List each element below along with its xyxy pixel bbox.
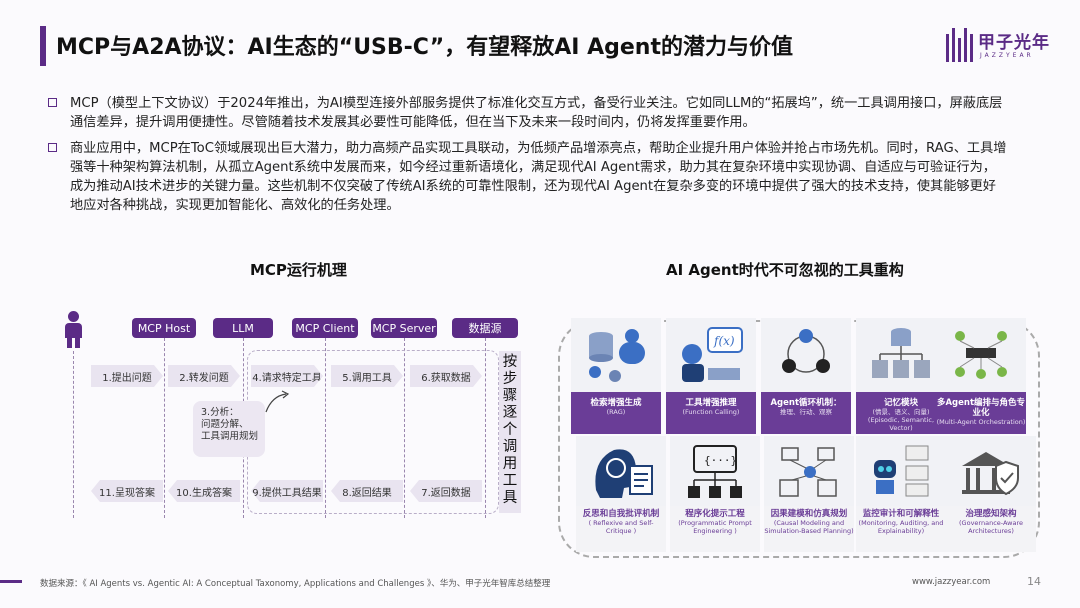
lifeline-client	[325, 338, 326, 518]
step-1: 1.提出问题	[91, 365, 163, 387]
step-2: 2.转发问题	[168, 365, 240, 387]
tile-sublabel: (RAG)	[606, 408, 626, 416]
page-title: MCP与A2A协议：AI生态的“USB-C”，有望释放AI Agent的潜力与价…	[56, 35, 793, 60]
tile-label: 检索增强生成	[590, 398, 642, 408]
analysis-line-3: 工具调用规划	[201, 431, 259, 442]
page-number: 14	[1027, 575, 1041, 588]
tool-tile-multi-agent: 多Agent编排与角色专业化(Multi-Agent Orchestration…	[936, 318, 1026, 434]
tool-tile-programmatic-prompt: {···} 程序化提示工程(Programmatic Prompt Engine…	[670, 436, 760, 552]
svg-text:f(x): f(x)	[713, 334, 735, 348]
step-10: 10.生成答案	[168, 480, 240, 502]
lifeline-server	[404, 338, 405, 518]
step-8: 8.返回结果	[331, 480, 403, 502]
tools-section-title: AI Agent时代不可忽视的工具重构	[666, 261, 904, 279]
lifeline-datasource	[485, 338, 486, 518]
monitoring-icon	[856, 436, 946, 506]
lane-data-source: 数据源	[452, 318, 518, 338]
tool-tile-function-calling: f(x) 工具增强推理(Function Calling)	[666, 318, 756, 434]
step-3-analysis: 3.分析： 问题分解、 工具调用规划	[193, 401, 265, 457]
reasoning-loop-icon	[761, 318, 851, 392]
analysis-line-2: 问题分解、	[201, 419, 249, 430]
step-7: 7.返回数据	[410, 480, 482, 502]
curved-arrow-icon	[265, 390, 290, 413]
tile-label: 记忆模块	[883, 398, 918, 408]
step-9: 9.提供工具结果	[251, 480, 323, 502]
reflection-icon	[576, 436, 666, 506]
svg-text:{···}: {···}	[704, 454, 737, 467]
user-icon	[62, 311, 84, 349]
title-accent-bar	[40, 26, 46, 66]
memory-icon	[856, 318, 946, 392]
tool-tile-governance: 治理感知架构(Governance-Aware Architectures)	[946, 436, 1036, 552]
mcp-section-title: MCP运行机理	[250, 261, 347, 279]
tool-tile-reflection: 反思和自我批评机制( Reflexive and Self-Critique )	[576, 436, 666, 552]
square-bullet-icon	[48, 98, 57, 107]
governance-icon	[946, 436, 1036, 506]
website-link[interactable]: www.jazzyear.com	[912, 577, 991, 587]
lifeline-user	[73, 351, 74, 518]
tile-sublabel: (Multi-Agent Orchestration)	[936, 418, 1026, 426]
tool-tile-monitoring: 监控审计和可解释性(Monitoring, Auditing, and Expl…	[856, 436, 946, 552]
database-llm-icon	[571, 318, 661, 392]
logo-subtext: JAZZYEAR	[980, 52, 1034, 59]
tile-label: 工具增强推理	[685, 398, 737, 408]
tool-tile-causal-modeling: 因果建模和仿真规划(Causal Modeling and Simulation…	[764, 436, 854, 552]
multi-agent-icon	[936, 318, 1026, 392]
lane-mcp-client: MCP Client	[292, 318, 358, 338]
tile-sublabel-en: (Episodic, Semantic, Vector)	[867, 416, 935, 432]
tile-label: 治理感知架构	[965, 509, 1017, 519]
brand-logo: 甲子光年 JAZZYEAR	[944, 22, 1054, 70]
tile-label: 反思和自我批评机制	[582, 509, 660, 519]
step-5: 5.调用工具	[331, 365, 403, 387]
square-bullet-icon	[48, 143, 57, 152]
tile-sublabel: (Governance-Aware Architectures)	[959, 519, 1023, 535]
lane-llm: LLM	[213, 318, 273, 338]
tile-label: 程序化提示工程	[685, 509, 745, 519]
paragraph-text: 商业应用中，MCP在ToC领域展现出巨大潜力，助力高频产品实现工具联动，为低频产…	[70, 141, 1007, 213]
footer-accent-bar	[0, 580, 22, 583]
lifeline-host	[164, 338, 165, 518]
paragraph-text: MCP（模型上下文协议）于2024年推出，为AI模型连接外部服务提供了标准化交互…	[70, 96, 1003, 130]
tile-sublabel: 推理、行动、观察	[780, 408, 832, 416]
bullet-paragraph-commercial: 商业应用中，MCP在ToC领域展现出巨大潜力，助力高频产品实现工具联动，为低频产…	[48, 139, 1008, 215]
tool-tile-agent-loop: Agent循环机制：推理、行动、观察	[761, 318, 851, 434]
tile-sublabel: ( Reflexive and Self-Critique )	[588, 519, 654, 535]
tile-sublabel: (情景、语义、向量)	[872, 408, 930, 416]
logo-mark-icon	[944, 26, 978, 62]
tile-label: 多Agent编排与角色专业化	[936, 398, 1026, 418]
tile-sublabel: (Monitoring, Auditing, and Explainabilit…	[858, 519, 944, 535]
tile-sublabel: (Function Calling)	[682, 408, 740, 416]
step-4: 4.请求特定工具	[251, 365, 323, 387]
bullet-paragraph-mcp: MCP（模型上下文协议）于2024年推出，为AI模型连接外部服务提供了标准化交互…	[48, 94, 1008, 132]
lane-mcp-server: MCP Server	[371, 318, 437, 338]
tile-label: 监控审计和可解释性	[862, 509, 940, 519]
prompt-icon: {···}	[670, 436, 760, 506]
tile-label: 因果建模和仿真规划	[770, 509, 848, 519]
tile-sublabel: (Causal Modeling and Simulation-Based Pl…	[764, 519, 854, 535]
step-by-step-label: 按步骤逐个调用工具	[499, 351, 521, 513]
step-11: 11.呈现答案	[91, 480, 163, 502]
tile-sublabel: (Programmatic Prompt Engineering )	[678, 519, 752, 535]
tile-label: Agent循环机制：	[770, 398, 842, 408]
analysis-line-1: 3.分析：	[201, 407, 239, 418]
step-6: 6.获取数据	[410, 365, 482, 387]
logo-text: 甲子光年	[978, 33, 1050, 53]
tool-tile-memory: 记忆模块(情景、语义、向量)(Episodic, Semantic, Vecto…	[856, 318, 946, 434]
data-source: 数据来源：《 AI Agents vs. Agentic AI: A Conce…	[40, 579, 551, 589]
tool-tile-rag: 检索增强生成(RAG)	[571, 318, 661, 434]
function-icon: f(x)	[666, 318, 756, 392]
lane-mcp-host: MCP Host	[132, 318, 196, 338]
causal-icon	[764, 436, 854, 506]
